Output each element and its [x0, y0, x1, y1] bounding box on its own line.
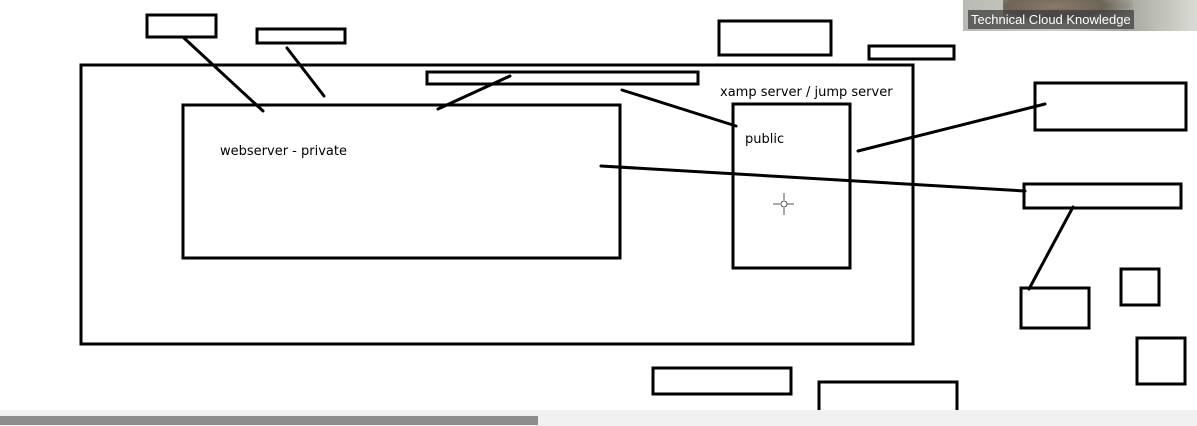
horizontal-scrollbar-thumb[interactable] — [0, 416, 538, 425]
connector-line-7 — [1027, 205, 1075, 291]
shape-rect-5 — [425, 70, 700, 86]
shape-rect-6 — [1033, 81, 1188, 132]
shape-rect-3 — [717, 19, 833, 57]
crosshair-cursor-icon — [773, 193, 794, 215]
jump-server-box — [731, 102, 852, 270]
connector-line-3 — [436, 74, 512, 111]
webserver-box — [181, 103, 622, 260]
connector-line-6 — [599, 164, 1027, 193]
shape-rect-10 — [1135, 336, 1187, 386]
webserver-label: webserver - private — [220, 144, 347, 159]
shape-rect-2 — [255, 27, 347, 45]
shape-rect-11 — [651, 366, 793, 396]
participant-video-tile[interactable]: Technical Cloud Knowledge — [963, 0, 1197, 31]
shape-rect-9 — [1119, 267, 1161, 307]
shape-rect-4 — [867, 44, 956, 61]
participant-name-label: Technical Cloud Knowledge — [968, 10, 1134, 29]
connector-line-2 — [285, 46, 326, 98]
public-label: public — [745, 132, 784, 147]
shape-rect-8 — [1019, 286, 1091, 330]
connector-line-5 — [856, 102, 1047, 153]
connector-line-4 — [620, 88, 738, 128]
vpc-box — [79, 63, 915, 346]
shape-rect-1 — [145, 13, 218, 39]
shape-rect-12 — [817, 380, 959, 418]
shape-rect-7 — [1022, 182, 1183, 210]
jump-server-label: xamp server / jump server — [720, 85, 893, 100]
connector-line-1 — [182, 36, 265, 113]
